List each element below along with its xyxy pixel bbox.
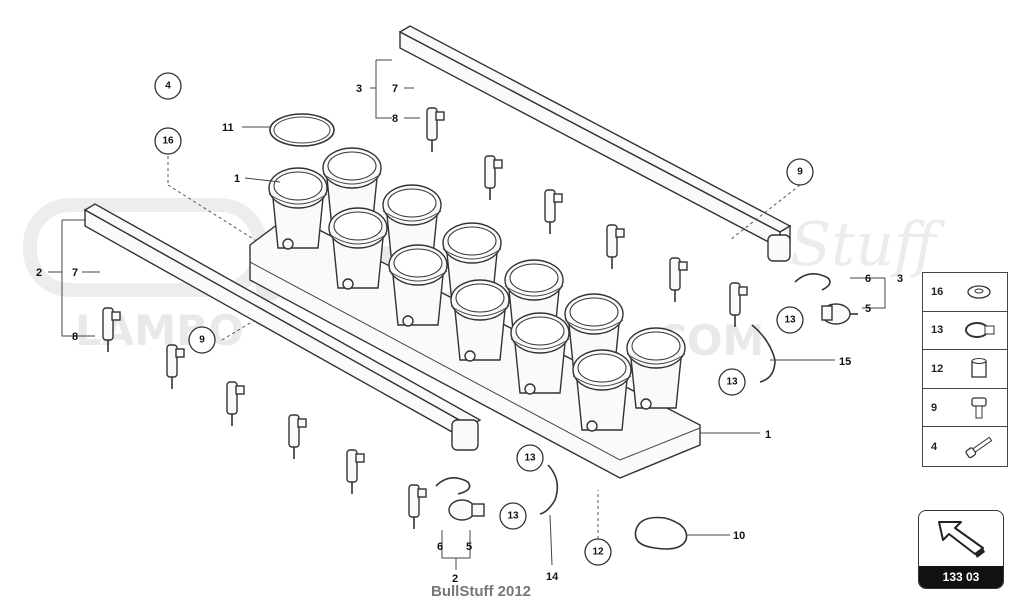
- pressure-regulator-right: [821, 303, 858, 325]
- reference-page-box[interactable]: 133 03: [918, 510, 1004, 589]
- throttle-body: [450, 279, 510, 362]
- throttle-body: [572, 349, 632, 432]
- clip-bottom: [435, 477, 471, 495]
- svg-text:4: 4: [165, 81, 171, 92]
- svg-text:13: 13: [507, 511, 519, 522]
- clip-right: [794, 273, 831, 291]
- fuel-injector: [606, 224, 625, 269]
- svg-text:7: 7: [392, 83, 398, 95]
- fuel-injector: [346, 449, 365, 494]
- svg-text:12: 12: [592, 547, 604, 558]
- svg-text:6: 6: [865, 273, 871, 285]
- legend-row-washer: 16: [923, 273, 1007, 312]
- footer-credit: BullStuff 2012: [431, 583, 532, 600]
- svg-text:13: 13: [524, 453, 536, 464]
- svg-text:9: 9: [199, 335, 205, 346]
- svg-text:3: 3: [356, 83, 362, 95]
- hose-clamp-icon: [959, 315, 999, 345]
- legend-row-hose-clamp: 13: [923, 312, 1007, 351]
- svg-text:7: 7: [72, 267, 78, 279]
- svg-text:2: 2: [36, 267, 42, 279]
- fuel-injector: [102, 307, 121, 352]
- fuel-injector: [426, 107, 445, 152]
- svg-text:13: 13: [726, 377, 738, 388]
- upper-fuel-rail: [398, 25, 792, 262]
- callouts: 4 16 9 9 13 13 13 13 12: [154, 72, 814, 566]
- fuel-injector: [484, 155, 503, 200]
- svg-text:Stuff: Stuff: [790, 210, 946, 280]
- svg-text:3: 3: [897, 273, 903, 285]
- svg-text:5: 5: [466, 541, 472, 553]
- fuel-injector: [288, 414, 307, 459]
- lower-injectors: [102, 307, 427, 529]
- lower-fuel-rail: [83, 203, 482, 451]
- legend-number: 13: [931, 324, 944, 337]
- washer-icon: [959, 277, 999, 307]
- throttle-body: [510, 312, 570, 395]
- pressure-regulator-bottom: [448, 499, 485, 521]
- svg-text:1: 1: [234, 173, 240, 185]
- throttle-body: [328, 207, 388, 290]
- svg-text:1: 1: [765, 429, 771, 441]
- svg-text:11: 11: [222, 122, 234, 134]
- svg-text:2: 2: [452, 573, 458, 585]
- svg-text:LAMBO: LAMBO: [75, 306, 244, 355]
- arrow-up-left-icon: [919, 511, 1003, 561]
- upper-injectors: [426, 107, 748, 327]
- long-bolt-icon: [959, 432, 999, 462]
- hose-lower: [539, 464, 559, 515]
- svg-text:6: 6: [437, 541, 443, 553]
- svg-text:9: 9: [797, 167, 803, 178]
- svg-text:16: 16: [162, 136, 174, 147]
- legend-number: 12: [931, 362, 944, 375]
- fuel-injector: [669, 257, 688, 302]
- svg-text:13: 13: [784, 315, 796, 326]
- bushing-icon: [959, 354, 999, 384]
- svg-text:8: 8: [392, 113, 398, 125]
- fuel-injector: [729, 282, 748, 327]
- legend-row-bushing: 12: [923, 350, 1007, 389]
- legend-row-long-bolt: 4: [923, 427, 1007, 466]
- svg-text:8: 8: [72, 331, 78, 343]
- legend-row-short-bolt: 9: [923, 389, 1007, 428]
- fuel-injector: [166, 344, 185, 389]
- legend-number: 16: [931, 285, 944, 298]
- throttle-body: [564, 293, 624, 376]
- legend-number: 9: [931, 401, 938, 414]
- short-bolt-icon: [959, 393, 999, 423]
- throttle-body: [626, 327, 686, 410]
- legend-number: 4: [931, 440, 938, 453]
- leader-lines: [48, 59, 886, 570]
- throttle-body: [268, 167, 328, 250]
- svg-text:15: 15: [839, 356, 851, 368]
- o-ring-seal: [269, 113, 335, 147]
- fuel-injector: [408, 484, 427, 529]
- page-code: 133 03: [919, 566, 1003, 588]
- throttle-body: [388, 244, 448, 327]
- parts-legend: 16 13 12 9 4: [922, 272, 1008, 467]
- throttle-bodies: [268, 147, 686, 432]
- gasket: [634, 516, 688, 550]
- svg-text:10: 10: [733, 530, 745, 542]
- part-labels: 1 1 11 3 7 8 2 7 8 6 3 5 15 6 5 2 14 10: [36, 83, 903, 585]
- svg-text:14: 14: [546, 571, 559, 583]
- fuel-injector: [226, 381, 245, 426]
- svg-text:5: 5: [865, 303, 871, 315]
- fuel-injector: [544, 189, 563, 234]
